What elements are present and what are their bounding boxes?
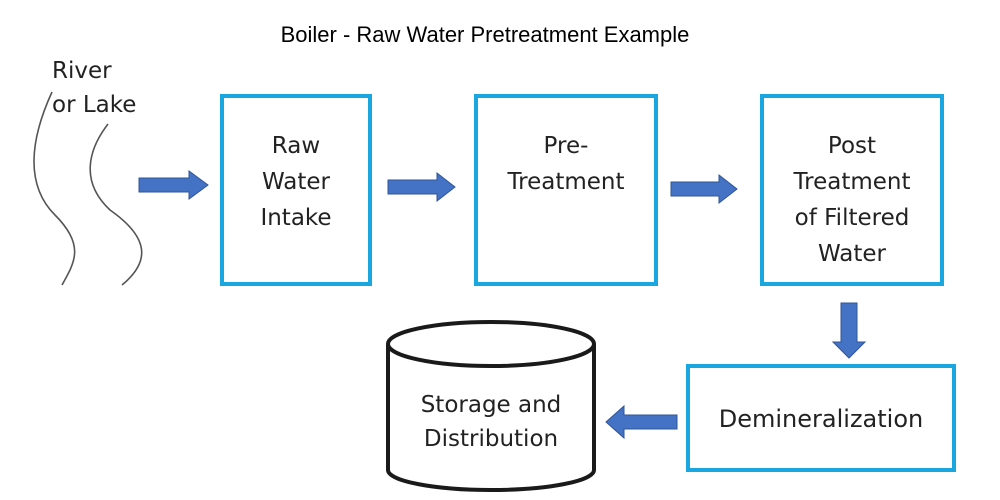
- river-bank-right: [89, 123, 143, 286]
- post-treatment-box: Post Treatment of Filtered Water: [760, 94, 944, 286]
- arrow-demineralization-to-storage: [605, 404, 678, 440]
- diagram-title: Boiler - Raw Water Pretreatment Example: [280, 22, 690, 47]
- arrow-intake-to-pretreatment: [387, 171, 456, 203]
- pretreatment-box: Pre- Treatment: [474, 94, 658, 286]
- post-treatment-label: Post Treatment of Filtered Water: [793, 133, 911, 267]
- storage-cylinder: [386, 320, 596, 492]
- arrow-post-to-demineralization: [831, 302, 867, 359]
- raw-water-intake-box: Raw Water Intake: [220, 94, 372, 286]
- pretreatment-label: Pre- Treatment: [507, 133, 625, 195]
- storage-distribution-label: Storage and Distribution: [420, 392, 562, 452]
- raw-water-intake-label: Raw Water Intake: [260, 133, 332, 231]
- arrow-pretreatment-to-post: [670, 173, 738, 205]
- demineralization-box: Demineralization: [686, 364, 956, 472]
- arrow-source-to-intake: [138, 170, 209, 200]
- river-bank-left: [33, 91, 76, 286]
- demineralization-label: Demineralization: [718, 405, 924, 433]
- source-label: River or Lake: [52, 58, 137, 118]
